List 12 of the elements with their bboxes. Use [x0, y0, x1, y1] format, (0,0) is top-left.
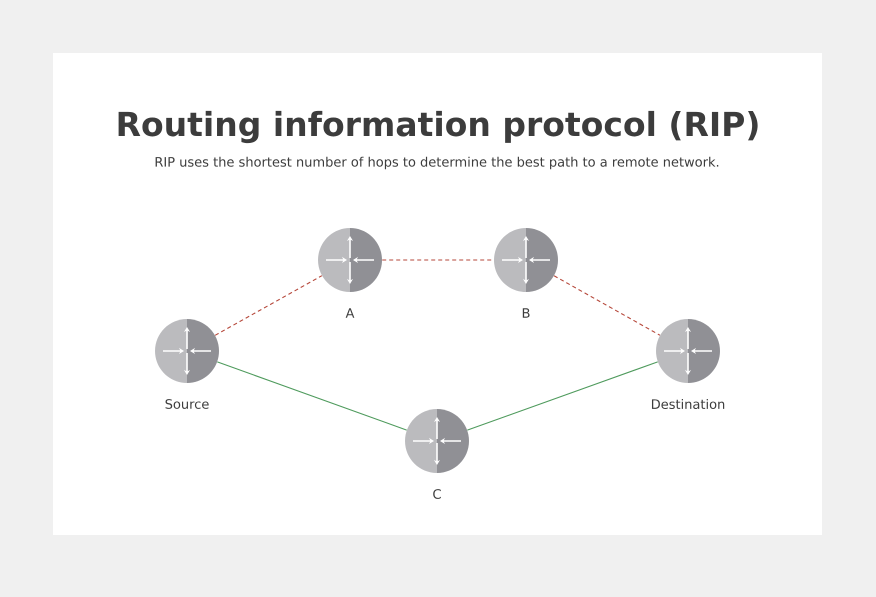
router-label: Source: [166, 399, 209, 409]
connection-line: [214, 275, 322, 336]
connection-line: [467, 361, 658, 431]
router-label: B: [522, 308, 530, 318]
router-label: A: [346, 308, 354, 318]
router-label: C: [433, 489, 441, 499]
connection-line: [217, 361, 407, 431]
connection-line: [554, 275, 660, 336]
subtitle: RIP uses the shortest number of hops to determine the best path to a remote network.: [156, 156, 718, 170]
connection-line: [382, 259, 494, 261]
router-label: Destination: [652, 398, 724, 410]
title: Routing information protocol (RIP): [118, 110, 758, 144]
